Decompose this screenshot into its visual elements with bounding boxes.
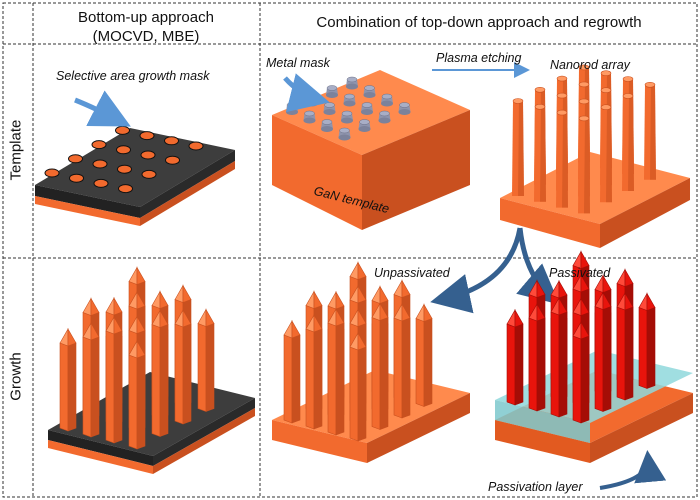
grown-nanowire [349,331,367,442]
mask-hole [69,173,84,183]
mask-hole [188,141,204,151]
label-plasma-etching: Plasma etching [436,51,522,65]
grown-nanowire [638,292,656,389]
mask-hole [117,164,132,174]
metal-mask-dot [381,93,393,107]
metal-mask-dot [286,102,298,115]
mask-hole [93,178,109,188]
grown-nanowire [594,291,612,412]
mask-pointer-arrow [74,90,131,127]
header-bottom-up-line2: (MOCVD, MBE) [92,28,200,45]
row-label-growth: Growth [7,352,25,401]
passivation-layer-arrow [599,450,667,490]
header-bottom-up-line1: Bottom-up approach [78,9,214,26]
label-nanorod-array: Nanorod array [550,58,630,72]
grown-nanowire [572,320,590,424]
metal-mask-dot [303,110,316,124]
mask-hole [115,125,130,135]
grown-nanowire [616,291,634,401]
grown-nanowire [550,296,568,418]
grown-nanowire [528,302,546,412]
grown-nanowire [82,321,100,438]
mask-hole [91,140,107,150]
branch-arrow-unpassivated [430,227,523,314]
label-selective-area-mask: Selective area growth mask [56,69,210,83]
grown-nanowire [393,302,411,419]
grown-nanowire [128,339,146,450]
label-metal-mask: Metal mask [266,56,330,70]
metal-mask-dot [361,102,373,115]
selective-area-mask-plate [35,125,235,226]
metal-mask-dot [363,85,376,98]
grown-nanowire [105,315,123,444]
metal-mask-dot [323,102,336,115]
metal-mask-dot [326,85,338,98]
nanorod [578,115,590,214]
metal-mask-dot [346,76,358,90]
metal-mask-dot [398,102,411,115]
mask-hole [44,168,60,178]
header-top-down-text: Combination of top-down approach and reg… [316,14,642,31]
metal-mask-dot [378,110,391,124]
label-passivated: Passivated [549,266,611,280]
grown-nanowire [506,308,524,406]
grown-nanowire [197,308,215,412]
metal-mask-dot [321,119,333,132]
mask-hole [165,155,180,165]
mask-hole [68,154,83,164]
gan-template-block [272,70,470,230]
header-bottom-up: Bottom-up approach (MOCVD, MBE) [35,8,257,46]
grown-nanowire [327,307,345,436]
grown-nanowire [371,302,389,430]
mask-hole [116,145,131,155]
label-unpassivated: Unpassivated [374,266,450,280]
mask-hole [141,169,157,179]
mask-hole [164,136,179,146]
mask-hole [140,150,156,160]
metal-mask-pointer-arrow [283,73,330,113]
nanorod [534,104,546,202]
metal-mask-dot [358,119,371,132]
unpassivated-grown-array [272,261,470,463]
header-top-down: Combination of top-down approach and reg… [262,13,696,32]
mask-hole [118,184,133,194]
nanorod [512,98,524,196]
mask-hole [92,159,108,169]
row-label-template: Template [7,119,25,181]
grown-nanowire [305,313,323,430]
metal-mask-dot [341,110,353,124]
metal-mask-dot [343,93,356,107]
bottom-up-grown-plate [48,266,255,474]
grown-nanowire [415,303,433,407]
nanorod-array-template [500,64,690,248]
grown-nanowire [283,319,301,424]
grown-nanowire [59,327,77,432]
label-passivation-layer: Passivation layer [488,480,583,494]
grown-nanowire [151,309,169,437]
mask-hole [139,131,155,141]
passivated-grown-array [495,250,693,463]
metal-mask-dot [338,127,351,141]
nanorod [622,93,634,191]
branch-arrow-passivated [516,227,560,305]
nanorod [556,109,568,208]
nanorod [600,104,612,203]
grown-nanowire [174,308,192,425]
nanorod [644,82,656,180]
